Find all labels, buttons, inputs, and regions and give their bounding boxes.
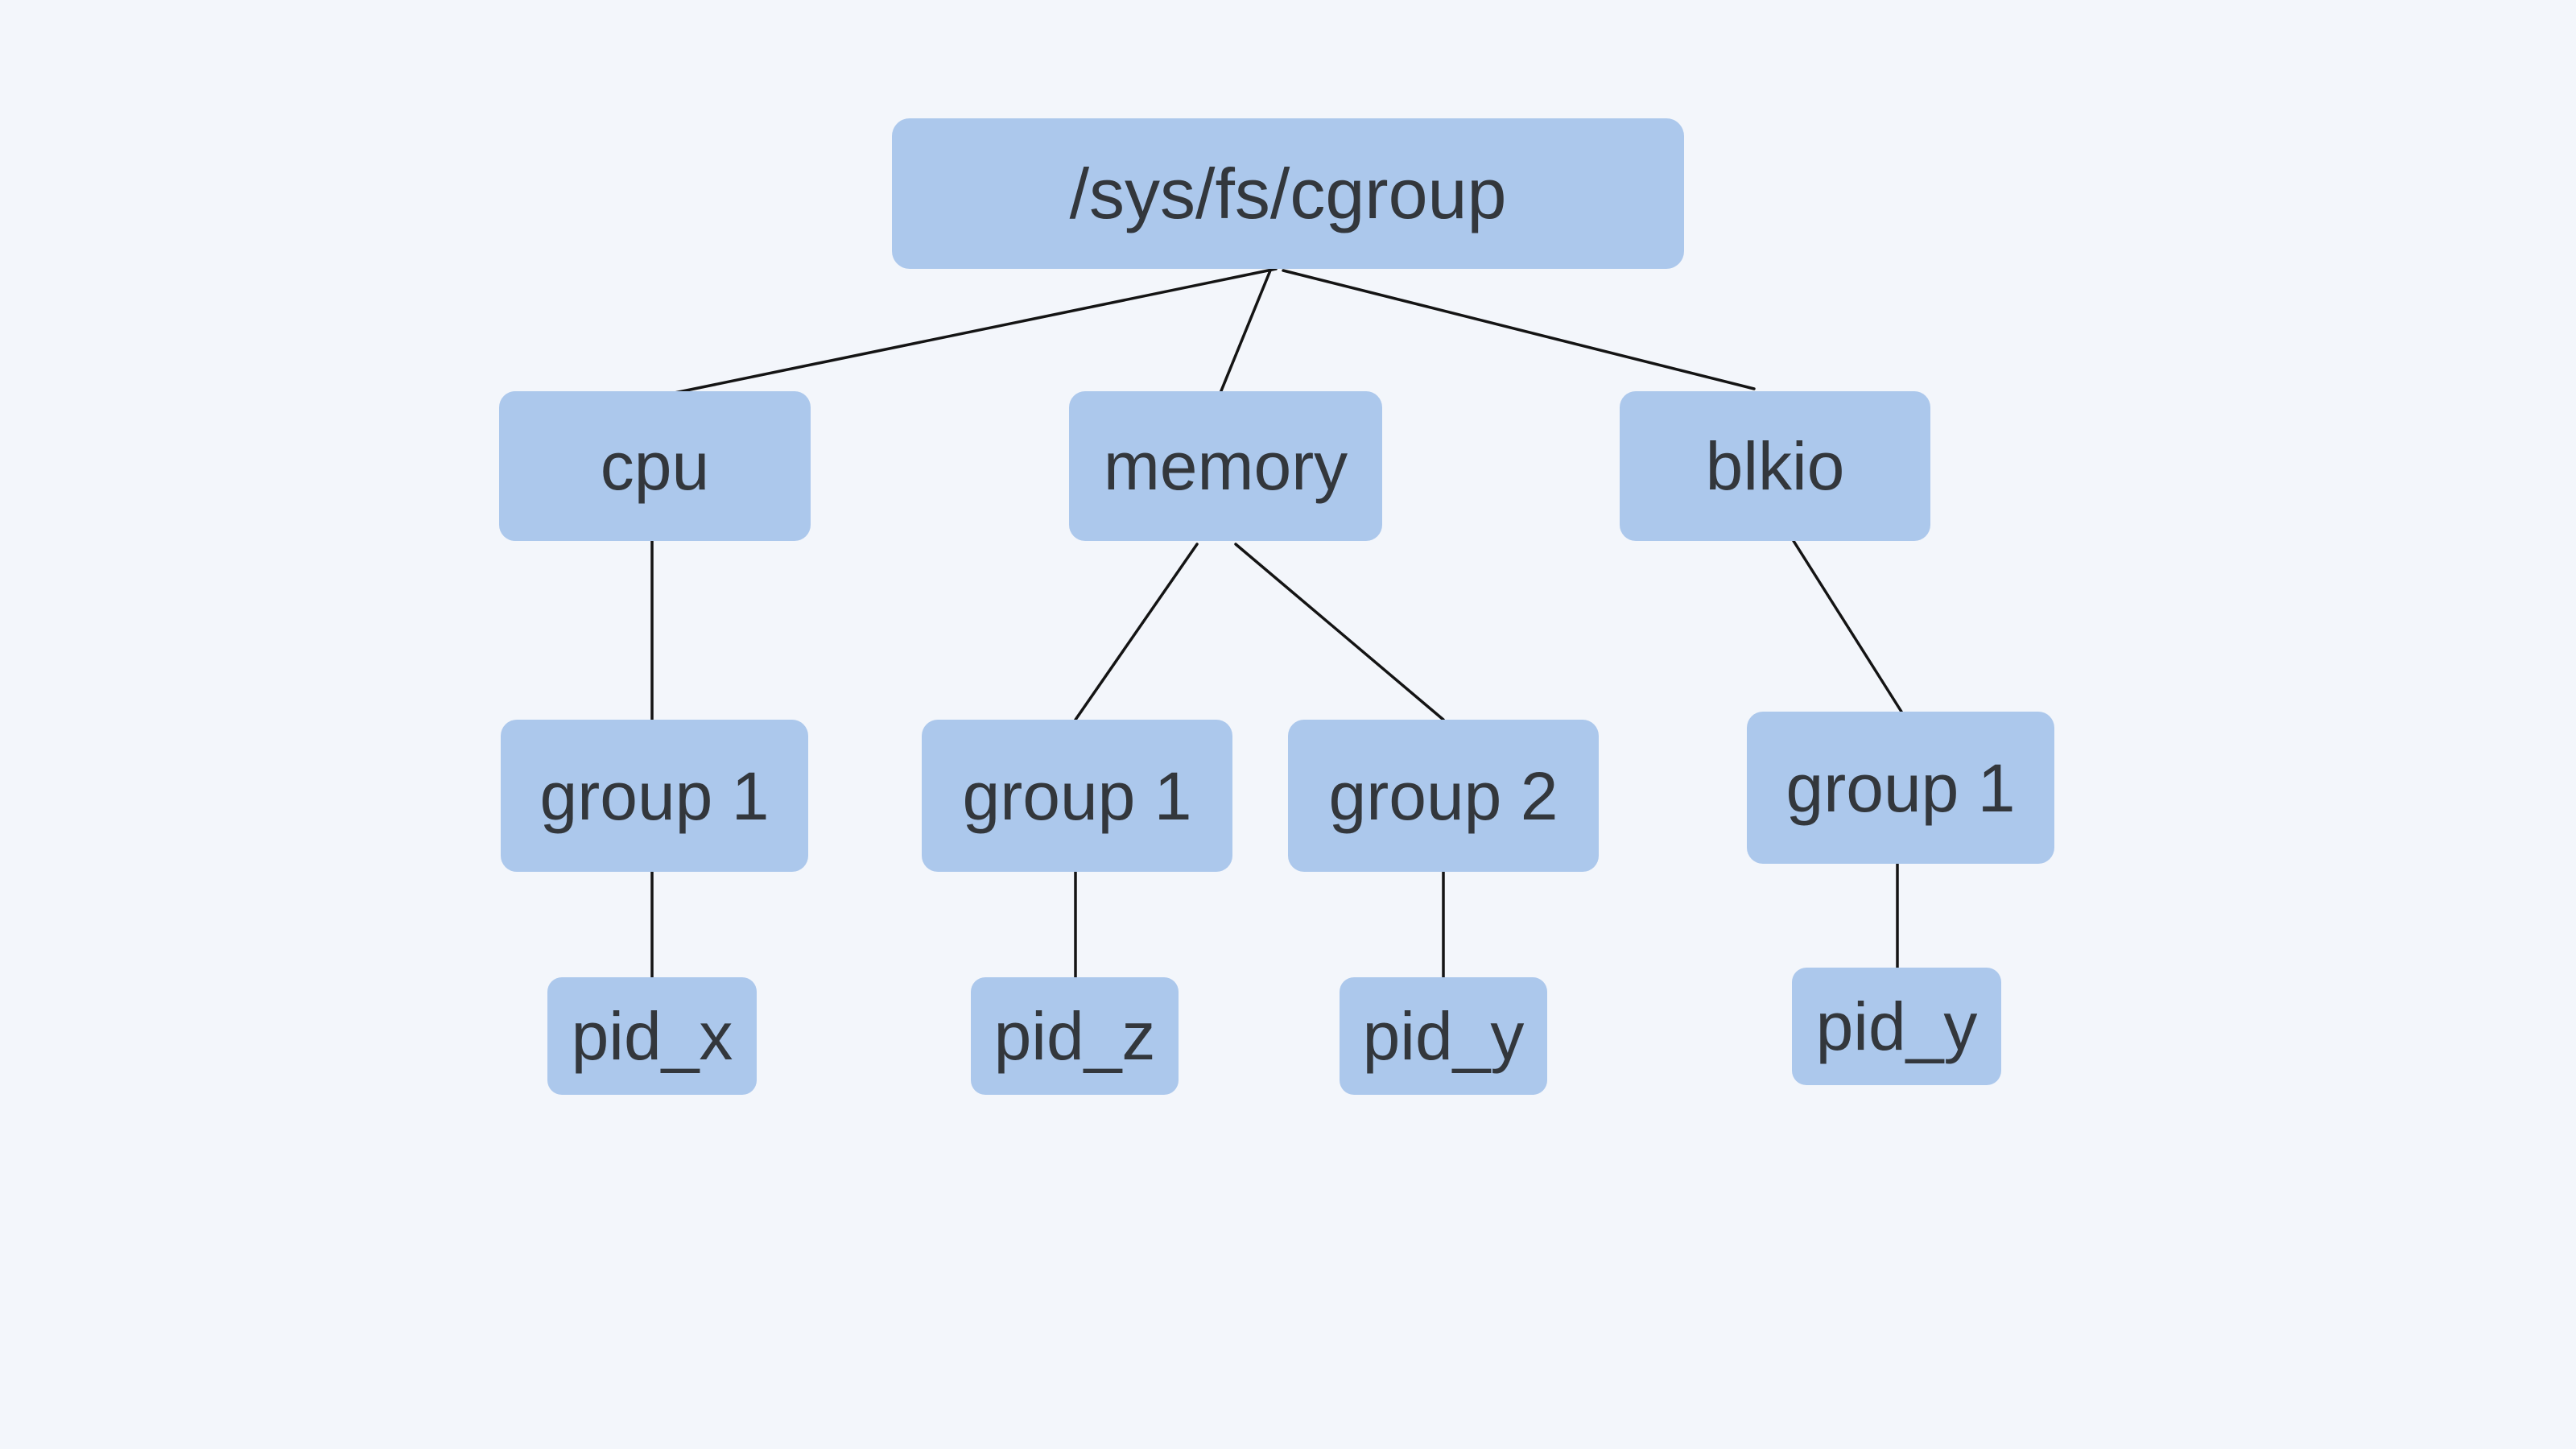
- node-label: pid_y: [1362, 998, 1525, 1074]
- node-label: blkio: [1705, 428, 1845, 504]
- node-label: pid_x: [571, 998, 733, 1074]
- node-blkio-group1: group 1: [1747, 712, 2054, 864]
- node-label: group 1: [539, 758, 770, 834]
- edge-root-memory: [1219, 269, 1272, 394]
- node-memory-group1: group 1: [922, 720, 1232, 872]
- node-label: pid_z: [993, 998, 1156, 1074]
- node-pid-y-blkio: pid_y: [1792, 968, 2001, 1085]
- node-label: /sys/fs/cgroup: [1069, 153, 1507, 233]
- edge-blkio-group1: [1792, 539, 1903, 713]
- node-root-sys-fs-cgroup: /sys/fs/cgroup: [892, 118, 1684, 269]
- node-label: group 1: [1785, 749, 2016, 826]
- edge-memory-group2: [1234, 543, 1445, 721]
- node-label: group 1: [962, 758, 1192, 834]
- node-label: pid_y: [1815, 989, 1978, 1064]
- edge-memory-group1: [1074, 543, 1199, 721]
- node-memory: memory: [1069, 391, 1382, 541]
- edge-root-cpu: [673, 267, 1278, 394]
- node-cpu: cpu: [499, 391, 811, 541]
- node-pid-y-memory: pid_y: [1340, 977, 1547, 1095]
- node-label: cpu: [600, 428, 710, 504]
- node-label: group 2: [1328, 758, 1558, 834]
- node-pid-x: pid_x: [547, 977, 757, 1095]
- node-blkio: blkio: [1620, 391, 1930, 541]
- node-label: memory: [1103, 428, 1348, 504]
- node-memory-group2: group 2: [1288, 720, 1599, 872]
- edge-root-blkio: [1282, 269, 1756, 390]
- node-cpu-group1: group 1: [501, 720, 808, 872]
- node-pid-z: pid_z: [971, 977, 1179, 1095]
